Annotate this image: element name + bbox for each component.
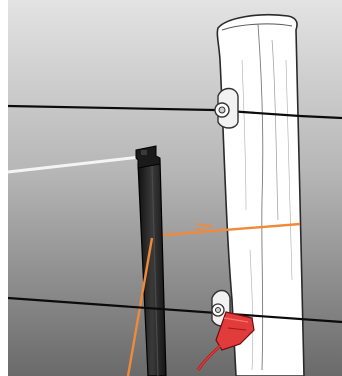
ring-insulator-icon (215, 89, 238, 129)
